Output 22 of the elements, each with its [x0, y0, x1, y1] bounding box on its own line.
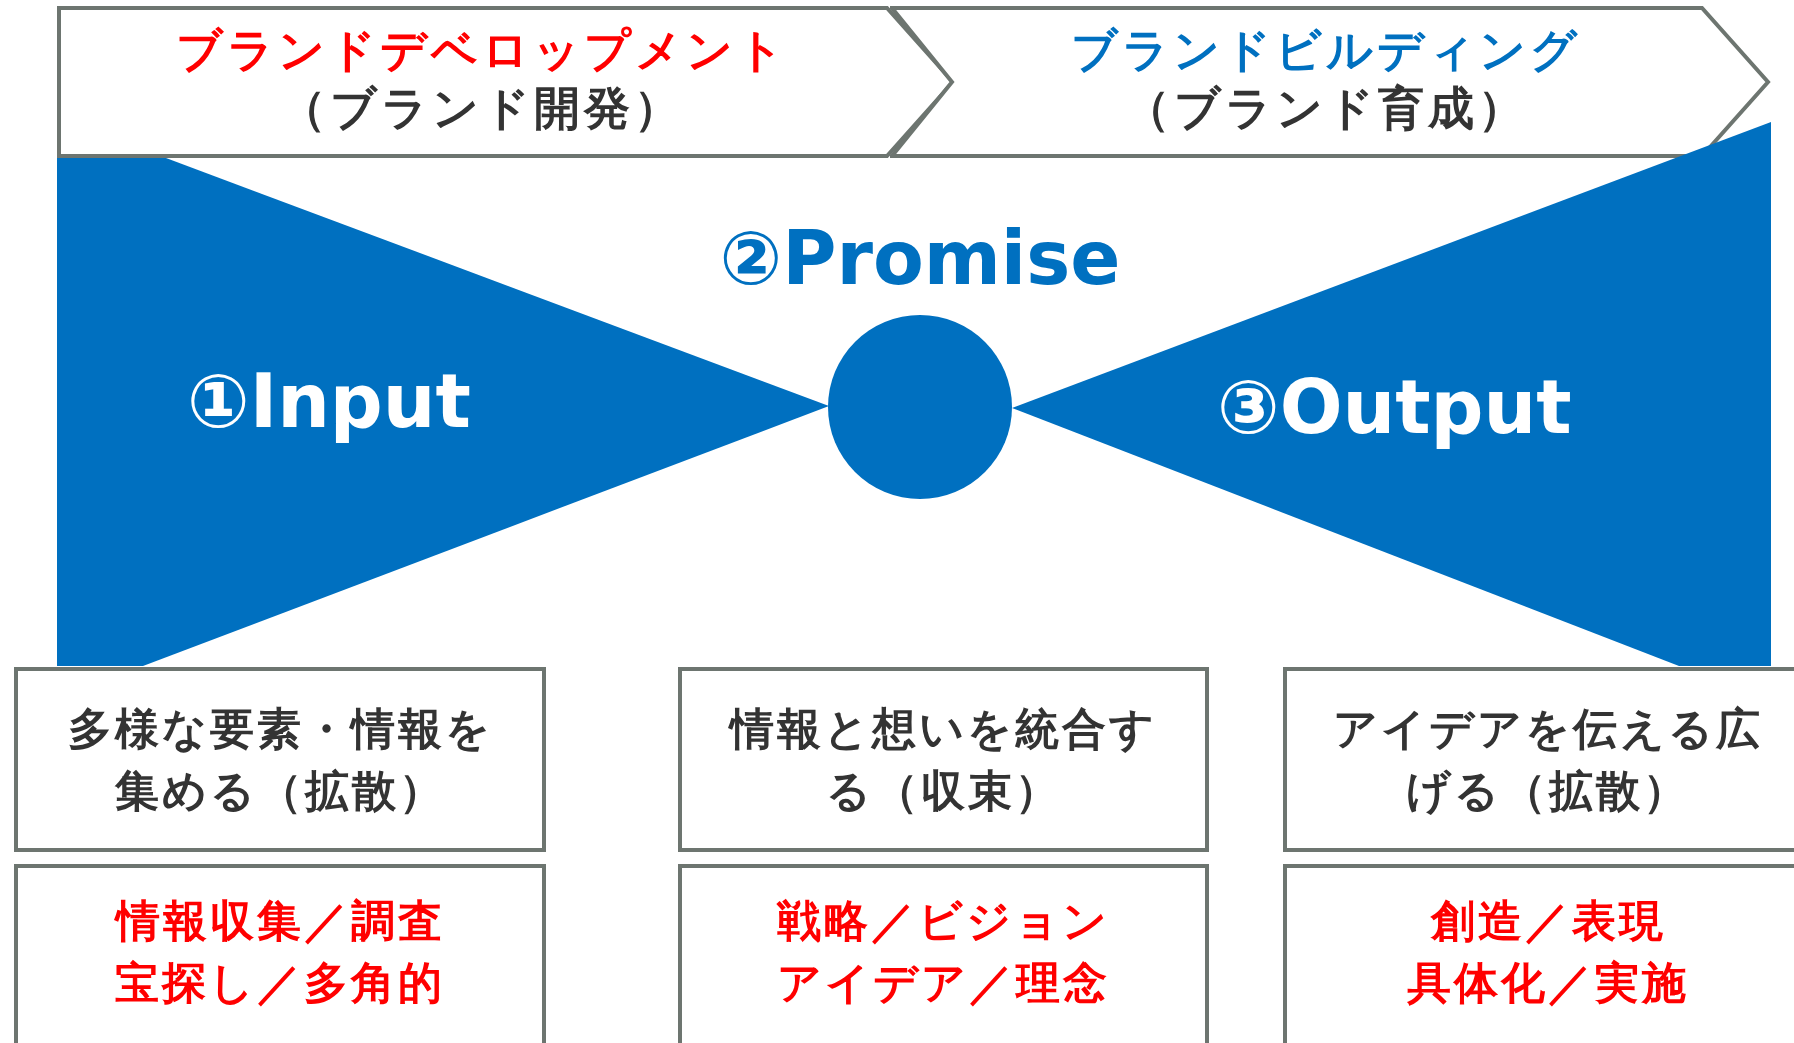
text-box [14, 667, 546, 852]
text-box [1283, 864, 1794, 1043]
phase-label: ②Promise [718, 215, 1122, 301]
keyword-text: 具体化／実施 [1407, 956, 1689, 1010]
stage-heading: ブランドビルディング [1070, 22, 1582, 79]
text-box [678, 667, 1209, 852]
description-text: アイデアを伝える広げる（拡散） [1332, 701, 1764, 818]
text-box [14, 864, 546, 1043]
keyword-text: 宝探し／多角的 [115, 956, 445, 1010]
keyword-text: 戦略／ビジョン [777, 894, 1110, 948]
description-text: 情報と想いを統合する（収束） [727, 701, 1158, 818]
text-box [678, 864, 1209, 1043]
keyword-text: 創造／表現 [1430, 894, 1666, 948]
stage-subheading: （ブランド育成） [1123, 80, 1529, 137]
description-text: 多様な要素・情報を集める（拡散） [66, 701, 494, 818]
stage-subheading: （ブランド開発） [279, 80, 685, 137]
phase-label: ①Input [187, 358, 471, 444]
stage-heading: ブランドデベロップメント [175, 22, 789, 79]
keyword-text: アイデア／理念 [777, 956, 1110, 1010]
text-box [1283, 667, 1794, 852]
keyword-text: 情報収集／調査 [115, 894, 445, 948]
phase-label: ③Output [1217, 364, 1572, 450]
